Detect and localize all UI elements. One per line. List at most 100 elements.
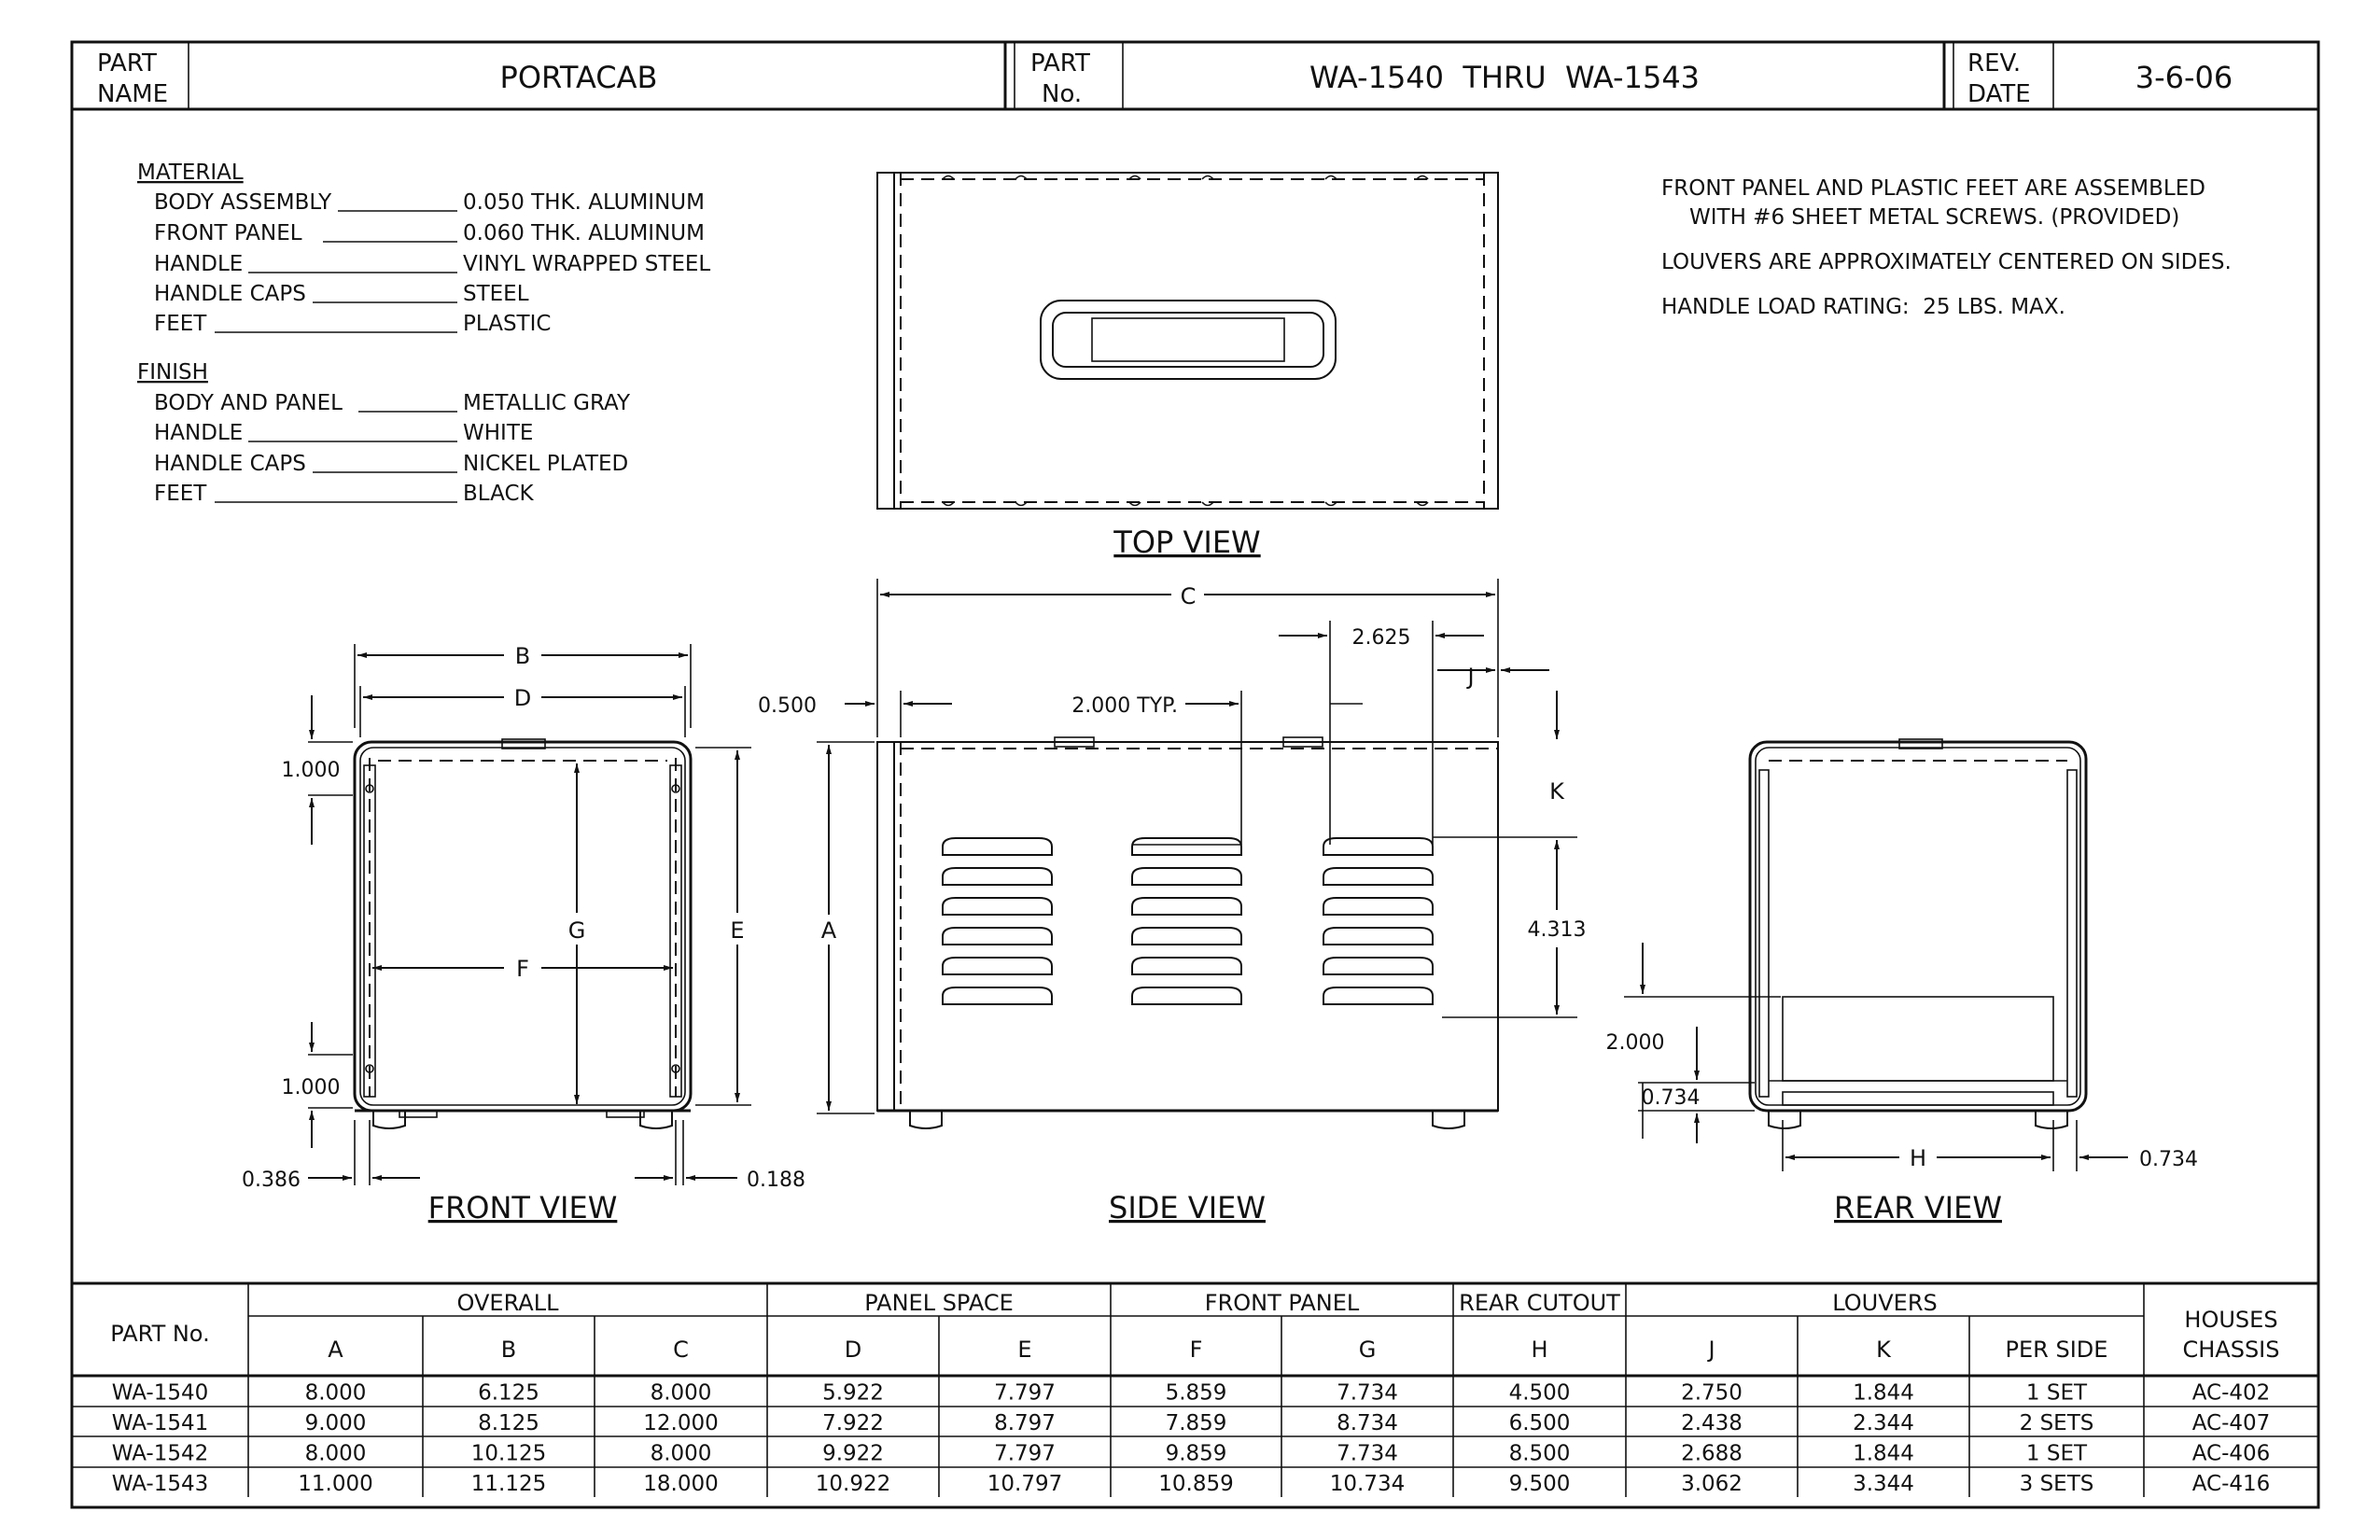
note-line: WITH #6 SHEET METAL SCREWS. (PROVIDED) [1689, 205, 2179, 230]
dim-j: J [1465, 664, 1474, 690]
louver-slot [1131, 927, 1242, 945]
louver-slot [942, 927, 1053, 945]
table-cell: WA-1540 [112, 1381, 209, 1406]
table-column-header: G [1359, 1337, 1377, 1363]
table-cell: 10.859 [1158, 1472, 1233, 1496]
table-cell: WA-1543 [112, 1472, 209, 1496]
finish-heading: FINISH [137, 360, 208, 385]
notes: FRONT PANEL AND PLASTIC FEET ARE ASSEMBL… [1661, 176, 2232, 319]
louver-sets [942, 837, 1434, 1005]
note-line: FRONT PANEL AND PLASTIC FEET ARE ASSEMBL… [1661, 176, 2205, 201]
material-item-name: FRONT PANEL [154, 221, 302, 245]
table-cell: AC-406 [2192, 1442, 2271, 1466]
dim-front-bottom: 1.000 [282, 1076, 341, 1099]
finish-item-name: HANDLE [154, 421, 243, 445]
table-cell: 18.000 [643, 1472, 718, 1496]
material-list: MATERIAL BODY ASSEMBLY 0.050 THK. ALUMIN… [137, 161, 710, 336]
dim-rear-0734-horizontal: 0.734 [2139, 1148, 2198, 1171]
table-cell: 1.844 [1853, 1442, 1914, 1466]
rear-view-label: REAR VIEW [1834, 1190, 2002, 1225]
table-cell: 6.500 [1509, 1411, 1571, 1435]
sheet-border [70, 40, 2320, 1509]
table-cell: 8.734 [1337, 1411, 1398, 1435]
dim-h: H [1910, 1145, 1926, 1171]
table-cell: 10.734 [1330, 1472, 1405, 1496]
table-cell: WA-1541 [112, 1411, 209, 1435]
dim-rear-0734-vertical: 0.734 [1642, 1086, 1701, 1110]
table-cell: 8.000 [651, 1442, 712, 1466]
table-cell: 7.734 [1337, 1381, 1398, 1406]
part-no-label-2: No. [1042, 80, 1082, 108]
table-cell: 8.000 [305, 1381, 367, 1406]
dim-side-2625: 2.625 [1352, 626, 1411, 650]
table-group-header: REAR CUTOUT [1459, 1290, 1620, 1316]
finish-item-name: BODY AND PANEL [154, 391, 343, 415]
dim-k: K [1549, 778, 1565, 805]
part-name: PORTACAB [500, 60, 658, 95]
table-header-part-no: PART No. [110, 1321, 209, 1347]
table-group-header: LOUVERS [1832, 1290, 1937, 1316]
table-column-header: A [328, 1337, 343, 1363]
material-item-name: HANDLE CAPS [154, 282, 306, 306]
handle-outline [1040, 300, 1337, 380]
finish-item-name: FEET [154, 482, 207, 506]
louver-slot [1131, 987, 1242, 1005]
material-item-value: VINYL WRAPPED STEEL [463, 252, 710, 276]
table-column-header: J [1706, 1337, 1715, 1363]
table-cell: 1.844 [1853, 1381, 1914, 1406]
louver-slot [1323, 837, 1434, 856]
dim-side-0500: 0.500 [758, 694, 817, 718]
louver-slot [1131, 837, 1242, 856]
front-view: B D 1.000 1.000 G F E [242, 643, 805, 1225]
dim-g: G [568, 917, 586, 944]
table-cell: 9.500 [1509, 1472, 1571, 1496]
table-cell: 3 SETS [2020, 1472, 2094, 1496]
table-cell: AC-407 [2192, 1411, 2271, 1435]
louver-set [1323, 837, 1434, 1005]
dim-b: B [515, 643, 530, 669]
louver-slot [1323, 897, 1434, 916]
material-item-value: 0.050 THK. ALUMINUM [463, 190, 705, 215]
table-cell: 9.922 [822, 1442, 884, 1466]
material-item-name: FEET [154, 312, 207, 336]
side-view: C 0.500 2.000 TYP. 2.625 J K 4.313 [758, 579, 1586, 1225]
part-name-label-1: PART [97, 49, 157, 77]
table-column-header: D [845, 1337, 861, 1363]
table-cell: AC-402 [2192, 1381, 2271, 1406]
table-cell: 9.000 [305, 1411, 367, 1435]
rev-date: 3-6-06 [2135, 60, 2233, 95]
table-cell: 2.750 [1681, 1381, 1743, 1406]
table-cell: 11.125 [471, 1472, 546, 1496]
table-cell: 5.859 [1166, 1381, 1227, 1406]
table-cell: 6.125 [478, 1381, 539, 1406]
table-group-header: PANEL SPACE [864, 1290, 1014, 1316]
louver-slot [1131, 897, 1242, 916]
material-heading: MATERIAL [137, 161, 244, 185]
louver-set [1131, 837, 1242, 1005]
part-number: WA-1540 THRU WA-1543 [1309, 60, 1700, 95]
table-cell: 2.688 [1681, 1442, 1743, 1466]
finish-item-value: WHITE [463, 421, 533, 445]
front-view-label: FRONT VIEW [428, 1190, 618, 1225]
louver-slot [1323, 927, 1434, 945]
dim-side-4313: 4.313 [1528, 918, 1587, 942]
table-cell: 7.734 [1337, 1442, 1398, 1466]
table-cell: 11.000 [298, 1472, 372, 1496]
louver-slot [942, 957, 1053, 975]
rear-view: 2.000 0.734 H 0.734 REAR VIEW [1606, 738, 2198, 1225]
table-cell: 1 SET [2026, 1381, 2088, 1406]
dim-a: A [821, 917, 837, 944]
dim-d: D [514, 685, 531, 711]
table-cell: 8.125 [478, 1411, 539, 1435]
table-cell: 8.797 [994, 1411, 1056, 1435]
table-column-header: E [1017, 1337, 1031, 1363]
dim-front-left: 0.386 [242, 1169, 301, 1192]
table-cell: 4.500 [1509, 1381, 1571, 1406]
material-item-value: PLASTIC [463, 312, 551, 336]
table-header-houses: HOUSES [2184, 1307, 2277, 1333]
louver-slot [942, 987, 1053, 1005]
table-cell: AC-416 [2192, 1472, 2271, 1496]
table-cell: 2.438 [1681, 1411, 1743, 1435]
rev-label-1: REV. [1967, 49, 2021, 77]
louver-slot [1323, 867, 1434, 886]
